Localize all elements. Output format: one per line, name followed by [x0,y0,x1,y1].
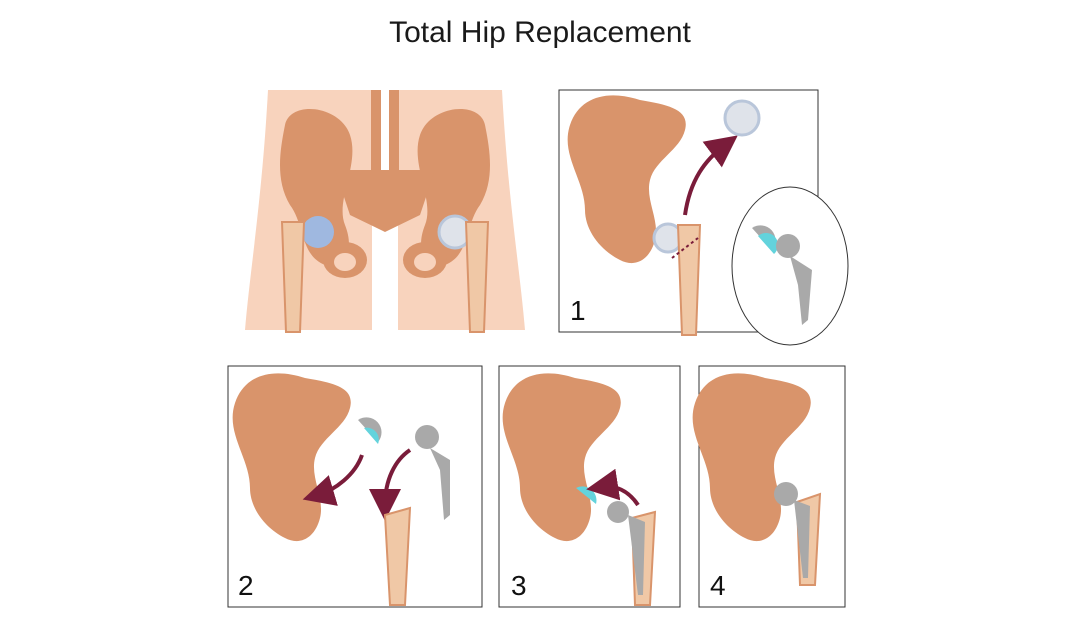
removed-femoral-head [723,99,761,137]
page-title: Total Hip Replacement [389,16,691,49]
sacrum [335,170,435,232]
step-4-panel: 4 [692,365,846,608]
step-4-label: 4 [710,570,726,601]
pelvis-overview-panel [245,90,525,333]
stem-implant [790,256,812,325]
step-2-panel: 2 [227,365,483,608]
implant-inset [731,186,849,346]
step-3-panel: 3 [498,365,681,608]
healthy-joint [302,216,334,248]
removal-arrow [683,135,738,216]
ilium-right [417,108,490,266]
spine-right [389,90,399,210]
spine-left [371,90,381,210]
step-1-label: 1 [570,295,586,326]
step-3-label: 3 [511,570,527,601]
ilium-left [280,108,353,266]
step-2-label: 2 [238,570,254,601]
